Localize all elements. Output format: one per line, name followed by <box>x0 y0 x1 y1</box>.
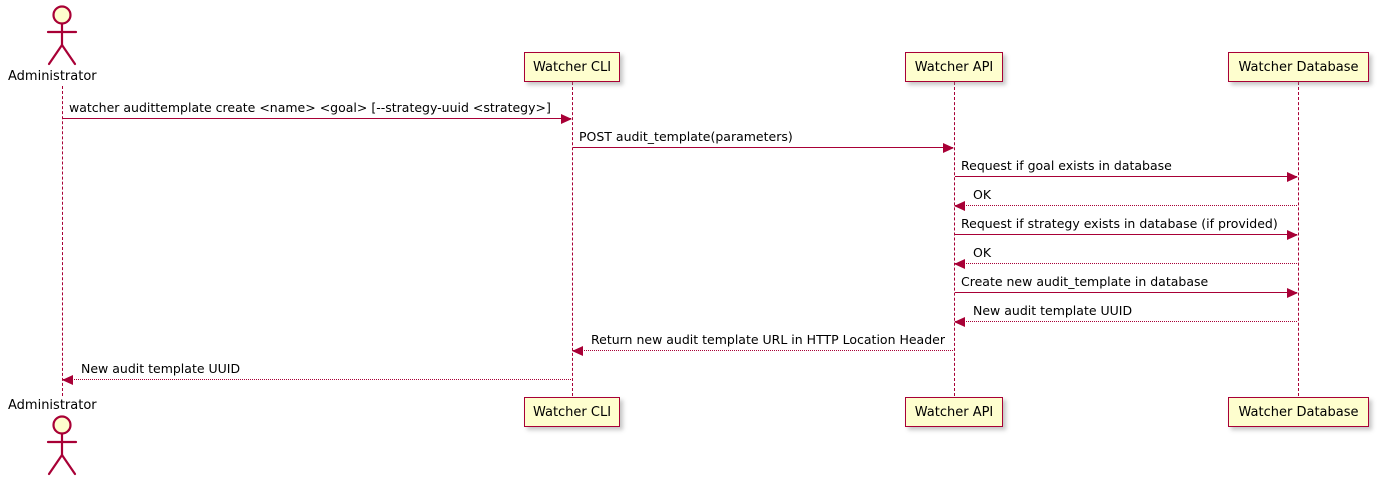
message-label: Request if strategy exists in database (… <box>961 215 1278 231</box>
message-label: OK <box>973 244 992 260</box>
lifeline-watcher-api <box>954 82 955 396</box>
participant-label: Watcher CLI <box>532 404 612 420</box>
arrowhead-right-icon <box>1287 287 1298 298</box>
participant-watcher-cli-bottom[interactable]: Watcher CLI <box>524 397 620 427</box>
message-label: Return new audit template URL in HTTP Lo… <box>591 331 945 347</box>
message-label: OK <box>973 186 992 202</box>
participant-watcher-api-bottom[interactable]: Watcher API <box>905 397 1003 427</box>
message-label: POST audit_template(parameters) <box>579 128 793 144</box>
message-label: New audit template UUID <box>81 360 241 376</box>
message-label: Create new audit_template in database <box>961 273 1209 289</box>
message-line <box>573 350 953 351</box>
arrowhead-left-icon <box>572 345 583 356</box>
actor-figure-icon <box>46 5 78 66</box>
actor-label-administrator-top: Administrator <box>8 69 97 84</box>
arrowhead-right-icon <box>1287 229 1298 240</box>
message-label: New audit template UUID <box>973 302 1133 318</box>
participant-watcher-cli-top[interactable]: Watcher CLI <box>524 52 620 82</box>
message-line <box>573 147 953 148</box>
message-line <box>63 118 571 119</box>
message-line <box>955 205 1297 206</box>
message-label: Request if goal exists in database <box>961 157 1172 173</box>
participant-label: Watcher Database <box>1238 404 1359 420</box>
lifeline-watcher-database <box>1298 82 1299 396</box>
participant-watcher-database-bottom[interactable]: Watcher Database <box>1228 397 1369 427</box>
message-label: watcher audittemplate create <name> <goa… <box>69 99 551 115</box>
lifeline-watcher-cli <box>572 82 573 396</box>
actor-administrator-top <box>40 4 85 66</box>
participant-label: Watcher API <box>914 404 994 420</box>
actor-figure-icon <box>46 415 78 476</box>
participant-label: Watcher API <box>914 59 994 75</box>
message-line <box>955 234 1297 235</box>
arrowhead-right-icon <box>1287 171 1298 182</box>
lifeline-administrator <box>62 86 63 396</box>
arrowhead-left-icon <box>62 374 73 385</box>
message-line <box>955 292 1297 293</box>
actor-administrator-bottom <box>40 414 85 476</box>
participant-label: Watcher CLI <box>532 59 612 75</box>
participant-watcher-database-top[interactable]: Watcher Database <box>1228 52 1369 82</box>
arrowhead-right-icon <box>561 113 572 124</box>
message-line <box>955 176 1297 177</box>
message-line <box>955 263 1297 264</box>
arrowhead-left-icon <box>954 316 965 327</box>
actor-label-administrator-bottom: Administrator <box>8 398 97 413</box>
arrowhead-left-icon <box>954 258 965 269</box>
arrowhead-left-icon <box>954 200 965 211</box>
message-line <box>955 321 1297 322</box>
participant-watcher-api-top[interactable]: Watcher API <box>905 52 1003 82</box>
arrowhead-right-icon <box>943 142 954 153</box>
message-line <box>63 379 571 380</box>
participant-label: Watcher Database <box>1238 59 1359 75</box>
